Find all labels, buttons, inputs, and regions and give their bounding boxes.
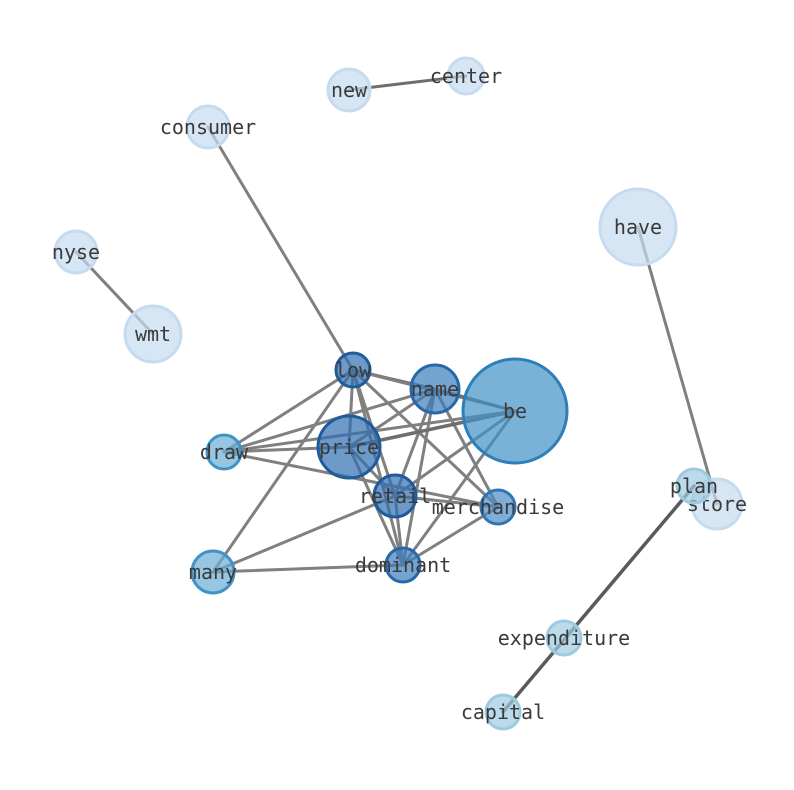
node-label-nyse: nyse <box>52 240 100 264</box>
node-label-merchandise: merchandise <box>432 495 564 519</box>
node-label-retail: retail <box>359 484 431 508</box>
edge-retail-many <box>211 494 397 574</box>
node-merchandise: merchandise <box>432 488 564 526</box>
edge-name-dominant <box>401 387 437 567</box>
node-dominant: dominant <box>355 546 451 584</box>
node-layer: havestoreplanexpenditurecapitalnewcenter… <box>52 56 747 731</box>
node-label-capital: capital <box>461 700 545 724</box>
node-label-consumer: consumer <box>160 115 256 139</box>
node-center: center <box>430 56 502 96</box>
node-label-be: be <box>503 399 527 423</box>
node-name: name <box>409 363 461 415</box>
node-circle-wmt <box>123 304 183 364</box>
node-circle-retail <box>372 473 418 519</box>
node-retail: retail <box>359 473 431 519</box>
node-plan: plan <box>670 467 718 505</box>
node-capital: capital <box>461 693 545 731</box>
node-label-new: new <box>331 78 368 102</box>
edge-plan-capital <box>501 484 696 714</box>
edge-low-dominant <box>351 368 405 567</box>
edge-many-dominant <box>211 563 405 574</box>
node-label-plan: plan <box>670 474 718 498</box>
node-label-name: name <box>411 377 459 401</box>
node-price: price <box>316 414 382 480</box>
node-nyse: nyse <box>52 229 100 275</box>
node-circle-merchandise <box>479 488 517 526</box>
node-label-wmt: wmt <box>135 322 171 346</box>
node-label-low: low <box>335 358 372 382</box>
node-expenditure: expenditure <box>498 619 630 657</box>
edge-low-many <box>211 368 355 574</box>
node-label-dominant: dominant <box>355 553 451 577</box>
edge-draw-merchandise <box>222 450 500 509</box>
node-wmt: wmt <box>123 304 183 364</box>
node-circle-consumer <box>185 104 231 150</box>
node-label-center: center <box>430 64 502 88</box>
node-label-expenditure: expenditure <box>498 626 630 650</box>
node-circle-name <box>409 363 461 415</box>
node-circle-have <box>598 187 678 267</box>
node-label-many: many <box>189 560 237 584</box>
node-consumer: consumer <box>160 104 256 150</box>
edge-consumer-low <box>206 125 355 372</box>
node-label-have: have <box>614 215 662 239</box>
node-circle-draw <box>205 433 243 471</box>
node-circle-nyse <box>53 229 99 275</box>
node-circle-capital <box>484 693 522 731</box>
node-circle-center <box>446 56 486 96</box>
node-circle-many <box>190 549 236 595</box>
node-label-price: price <box>319 435 379 459</box>
edge-layer <box>74 74 719 714</box>
node-draw: draw <box>200 433 249 471</box>
node-have: have <box>598 187 678 267</box>
node-new: new <box>326 67 372 113</box>
node-circle-price <box>316 414 382 480</box>
node-circle-plan <box>675 467 713 505</box>
node-be: be <box>461 357 569 465</box>
node-circle-dominant <box>384 546 422 584</box>
edge-low-draw <box>222 368 355 454</box>
node-circle-expenditure <box>545 619 583 657</box>
node-circle-new <box>326 67 372 113</box>
edge-dominant-merchandise <box>401 505 500 567</box>
node-circle-low <box>334 351 372 389</box>
node-low: low <box>334 351 372 389</box>
node-circle-be <box>461 357 569 465</box>
node-many: many <box>189 549 237 595</box>
edge-have-store <box>636 225 719 506</box>
edge-name-draw <box>222 387 437 454</box>
node-label-draw: draw <box>200 440 249 464</box>
